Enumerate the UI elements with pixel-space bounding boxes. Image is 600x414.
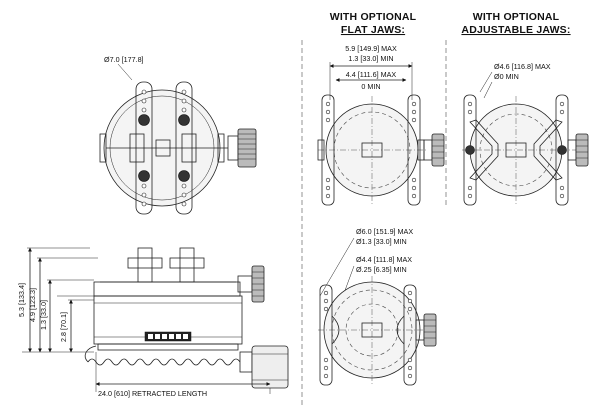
adjust-knob[interactable]: [227, 135, 239, 161]
height-base-label: 2.8 [70.1]: [59, 312, 68, 342]
adjustable-min-label: Ø0 MIN: [494, 72, 519, 81]
flat-gauge-circle: [325, 103, 419, 197]
round-inner-max-label: Ø4.4 [111.8] MAX: [356, 255, 412, 264]
round-gauge-circle: [323, 281, 421, 379]
diameter-leader: [117, 63, 133, 81]
jaw-stud: [178, 114, 190, 126]
jaw-stud: [138, 114, 150, 126]
arm-pivot: [465, 145, 475, 155]
center-grip-left: [129, 133, 145, 163]
height-jaw-label: 4.9 [123.3]: [28, 288, 37, 322]
flat-inner-max-label: 4.4 [111.6] MAX: [346, 70, 397, 79]
coiled-cable: [87, 358, 241, 366]
jaw-stud: [138, 170, 150, 182]
flat-jaw-right: [407, 94, 421, 206]
digital-display: [144, 331, 192, 342]
round-outer-max-label: Ø6.0 [151.9] MAX: [356, 227, 413, 236]
knob-grip[interactable]: [237, 128, 257, 168]
round-jaw-left: [319, 284, 333, 386]
side-gauge-top-plate: [93, 281, 241, 297]
jaw-stud: [178, 170, 190, 182]
round-jaws-view: Ø6.0 [151.9] MAX Ø1.3 [33.0] MIN Ø4.4 [1…: [318, 227, 437, 386]
adjustable-jaws-view: Ø4.6 [116.8] MAX Ø0 MIN: [462, 62, 589, 206]
adjustable-jaw-holes: [467, 101, 565, 199]
height-mid-label: 1.3 [33.0]: [39, 300, 48, 330]
rail-holes: [141, 89, 187, 207]
top-view: Ø7.0 [177.8]: [99, 55, 257, 215]
cable-connector-collar: [239, 351, 253, 373]
adjustable-max-label: Ø4.6 [116.8] MAX: [494, 62, 551, 71]
round-outer-min-label: Ø1.3 [33.0] MIN: [356, 237, 407, 246]
adjustable-arm-right: [533, 119, 563, 181]
adjustable-jaws-heading-line1: WITH OPTIONAL: [473, 11, 560, 23]
adjustable-jaw-left: [463, 94, 477, 206]
round-inner-min-label: Ø.25 [6.35] MIN: [356, 265, 407, 274]
side-post-right: [179, 247, 195, 283]
flat-knob[interactable]: [431, 133, 445, 167]
side-gauge-base: [97, 343, 239, 351]
side-view: 5.3 [133.4] 4.9 [123.3] 1.3 [33.0] 2.8 […: [17, 247, 289, 398]
flat-inner-min-label: 0 MIN: [361, 82, 380, 91]
flat-jaws-view: 5.9 [149.9] MAX 1.3 [33.0] MIN 4.4 [111.…: [317, 44, 445, 206]
center-grip-right: [181, 133, 197, 163]
cable-connector: [251, 345, 289, 389]
arm-pivot: [557, 145, 567, 155]
round-knob[interactable]: [423, 313, 437, 347]
flat-max-label: 5.9 [149.9] MAX: [345, 44, 397, 53]
adjustable-jaws-heading-line2: ADJUSTABLE JAWS:: [461, 24, 570, 36]
coiled-cable: [84, 345, 97, 363]
adjustable-gauge-circle: [469, 103, 563, 197]
round-jaw-holes: [323, 290, 413, 379]
flat-jaws-heading-line1: WITH OPTIONAL: [330, 11, 417, 23]
flat-jaw-holes: [325, 101, 417, 199]
flat-min-label: 1.3 [33.0] MIN: [348, 54, 393, 63]
flat-jaws-heading-line2: FLAT JAWS:: [341, 24, 405, 36]
center-block: [155, 139, 171, 157]
side-post-left: [137, 247, 153, 283]
adjustable-knob[interactable]: [575, 133, 589, 167]
flat-jaw-left: [321, 94, 335, 206]
cable-length-label: 24.0 [610] RETRACTED LENGTH: [98, 389, 207, 398]
top-view-diameter-label: Ø7.0 [177.8]: [104, 55, 144, 64]
height-total-label: 5.3 [133.4]: [17, 283, 26, 317]
adjustable-arm-left: [469, 119, 499, 181]
